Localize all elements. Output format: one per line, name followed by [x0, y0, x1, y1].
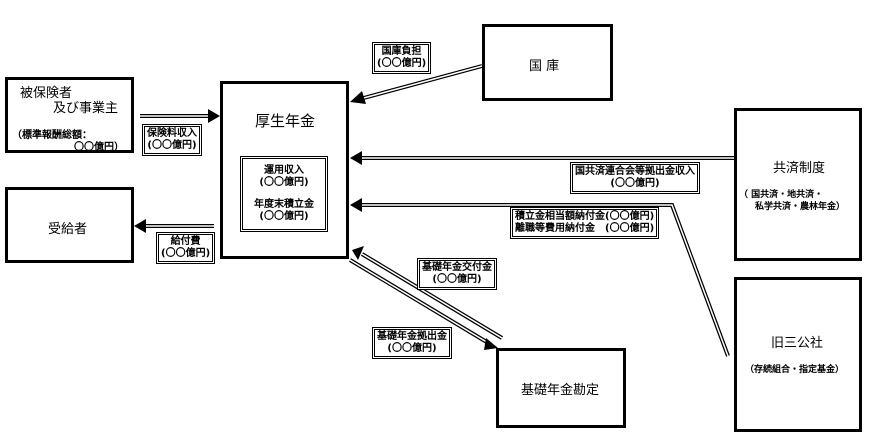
label-benefit: 給付費 (〇〇億円) [156, 232, 216, 264]
insured-title-line1: 被保険者 [20, 86, 73, 101]
basic-contribution-label: 基礎年金拠出金 [377, 331, 447, 342]
arrow-kyosai-income [350, 151, 734, 165]
node-former-public-corps: 旧三公社 （存続組合・指定基金） [734, 277, 862, 432]
beneficiary-title: 受給者 [48, 222, 88, 237]
label-basic-grant: 基礎年金交付金 (〇〇億円) [417, 258, 497, 290]
kyosai-income-value: (〇〇億円) [610, 178, 660, 189]
treasury-share-value: (〇〇億円) [377, 58, 427, 69]
kosei-year-end-reserve-label: 年度末積立金 [254, 199, 314, 210]
benefit-value: (〇〇億円) [161, 248, 211, 259]
insured-note-line1: （標準報酬総額： [12, 130, 92, 141]
node-kosei-nenkin: 厚生年金 運用収入 (〇〇億円) 年度末積立金 (〇〇億円) [220, 81, 349, 259]
basic-contribution-value: (〇〇億円) [387, 343, 437, 354]
former-public-title: 旧三公社 [771, 336, 824, 351]
label-basic-contribution: 基礎年金拠出金 (〇〇億円) [372, 327, 452, 359]
arrow-benefit [134, 219, 214, 233]
arrow-treasury-share [350, 64, 483, 104]
label-reserve-transfer: 積立金相当額納付金(〇〇億円) 離職等費用納付金 (〇〇億円) [510, 207, 660, 239]
benefit-label: 給付費 [170, 236, 201, 247]
label-kyosai-income: 国共済連合会等拠出金収入 (〇〇億円) [570, 162, 700, 194]
arrow-premium [140, 109, 220, 123]
node-treasury: 国 庫 [482, 24, 613, 101]
node-basic-pension-account: 基礎年金勘定 [496, 348, 626, 428]
kosei-title: 厚生年金 [255, 112, 316, 130]
kyosai-note-line1: （ 国共済・地共済・ [739, 190, 824, 200]
premium-value: (〇〇億円) [147, 140, 197, 151]
premium-label: 保険料収入 [147, 128, 197, 139]
label-treasury-share: 国庫負担 (〇〇億円) [372, 42, 432, 74]
kyosai-note-line2: 私学共済・農林年金） [755, 202, 846, 212]
basic-grant-value: (〇〇億円) [432, 274, 482, 285]
treasury-title: 国 庫 [529, 59, 560, 74]
treasury-share-label: 国庫負担 [381, 46, 422, 57]
kyosai-income-label: 国共済連合会等拠出金収入 [575, 166, 695, 177]
insured-note-line2: 〇〇億円） [74, 142, 124, 153]
kosei-year-end-reserve-value: (〇〇億円) [259, 211, 309, 222]
arrow-basic-contribution [348, 258, 498, 350]
reserve-transfer-line2: 離職等費用納付金 (〇〇億円) [515, 223, 655, 234]
arrow-basic-grant [352, 246, 504, 340]
arrow-reserve-transfer [350, 198, 730, 357]
node-insured: 被保険者 及び事業主 （標準報酬総額： 〇〇億円） [5, 77, 134, 153]
basic-grant-label: 基礎年金交付金 [422, 262, 492, 273]
label-premium: 保険料収入 (〇〇億円) [142, 124, 202, 156]
kyosai-title: 共済制度 [773, 161, 826, 176]
kosei-operating-income-value: (〇〇億円) [259, 177, 309, 188]
node-kyosai: 共済制度 （ 国共済・地共済・ 私学共済・農林年金） [734, 108, 862, 261]
kosei-inner-box: 運用収入 (〇〇億円) 年度末積立金 (〇〇億円) [240, 156, 328, 232]
basic-pension-title: 基礎年金勘定 [521, 383, 600, 398]
reserve-transfer-line1: 積立金相当額納付金(〇〇億円) [515, 211, 655, 222]
insured-title-line2: 及び事業主 [53, 101, 119, 116]
node-beneficiary: 受給者 [5, 187, 134, 263]
former-public-note: （存続組合・指定基金） [745, 365, 845, 375]
kosei-operating-income-label: 運用収入 [264, 165, 304, 176]
